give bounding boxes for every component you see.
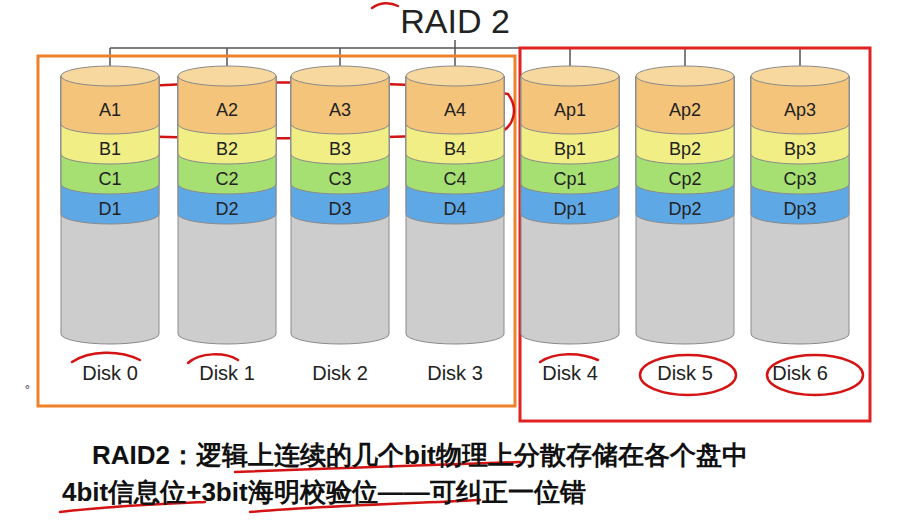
data-stripe: D2 <box>178 194 276 224</box>
data-stripe: B1 <box>61 134 159 164</box>
hand-annotations <box>60 3 863 512</box>
disk-cylinder: Ap1Bp1Cp1Dp1Disk 4 <box>521 66 619 346</box>
stripe-label: A2 <box>216 100 238 121</box>
disk-cylinder: Ap2Bp2Cp2Dp2Disk 5 <box>636 66 734 346</box>
note: 。 <box>24 372 40 393</box>
stripe-label: Dp3 <box>783 199 816 220</box>
data-stripe: A2 <box>178 86 276 134</box>
disk-label: Disk 5 <box>616 362 754 385</box>
data-stripe: Cp1 <box>521 164 619 194</box>
disk-cylinder: A1B1C1D1Disk 0 <box>61 66 159 346</box>
title: RAID 2 <box>305 2 605 41</box>
stripe-label: Dp2 <box>668 199 701 220</box>
data-stripe: Bp3 <box>751 134 849 164</box>
data-stripe: B3 <box>291 134 389 164</box>
stripe-label: B4 <box>444 139 466 160</box>
disk-label: Disk 1 <box>158 362 296 385</box>
stripe-label: Ap2 <box>669 100 701 121</box>
stripe-label: C4 <box>443 169 466 190</box>
stripe-label: Ap3 <box>784 100 816 121</box>
stripe-label: B3 <box>329 139 351 160</box>
data-stripe: D1 <box>61 194 159 224</box>
data-stripe: Bp1 <box>521 134 619 164</box>
data-stripe: Ap1 <box>521 86 619 134</box>
disk-label: Disk 0 <box>41 362 179 385</box>
data-stripe: Ap2 <box>636 86 734 134</box>
caption: RAID2：逻辑上连续的几个bit物理上分散存储在各个盘中 <box>92 438 748 473</box>
data-stripe: C3 <box>291 164 389 194</box>
stripe-label: C1 <box>98 169 121 190</box>
data-stripe: Cp3 <box>751 164 849 194</box>
stripe-label: Bp3 <box>784 139 816 160</box>
stripe-label: Cp2 <box>668 169 701 190</box>
data-stripe: D3 <box>291 194 389 224</box>
data-stripe: B2 <box>178 134 276 164</box>
stripe-label: B2 <box>216 139 238 160</box>
data-stripe: C2 <box>178 164 276 194</box>
stripe-label: Cp3 <box>783 169 816 190</box>
stripe-label: Bp2 <box>669 139 701 160</box>
disk-label: Disk 4 <box>501 362 639 385</box>
stripe-label: D3 <box>328 199 351 220</box>
data-stripe: A3 <box>291 86 389 134</box>
stripe-label: D2 <box>215 199 238 220</box>
data-stripe: Dp2 <box>636 194 734 224</box>
data-stripe: Ap3 <box>751 86 849 134</box>
data-stripe: Cp2 <box>636 164 734 194</box>
data-stripe: C1 <box>61 164 159 194</box>
data-stripe: A1 <box>61 86 159 134</box>
stripe-label: B1 <box>99 139 121 160</box>
stripe-label: C2 <box>215 169 238 190</box>
disk-cylinder: A3B3C3D3Disk 2 <box>291 66 389 346</box>
disk-label: Disk 6 <box>731 362 869 385</box>
stripe-label: Bp1 <box>554 139 586 160</box>
data-stripe: D4 <box>406 194 504 224</box>
stripe-label: Cp1 <box>553 169 586 190</box>
disk-label: Disk 3 <box>386 362 524 385</box>
data-stripe: C4 <box>406 164 504 194</box>
data-stripe: Dp1 <box>521 194 619 224</box>
data-stripe: Dp3 <box>751 194 849 224</box>
data-stripe: Bp2 <box>636 134 734 164</box>
stripe-label: D4 <box>443 199 466 220</box>
stripe-label: D1 <box>98 199 121 220</box>
stripe-label: C3 <box>328 169 351 190</box>
stripe-label: A3 <box>329 100 351 121</box>
disk-cylinder: A2B2C2D2Disk 1 <box>178 66 276 346</box>
stripe-label: Dp1 <box>553 199 586 220</box>
disk-label: Disk 2 <box>271 362 409 385</box>
stripe-label: A1 <box>99 100 121 121</box>
disk-cylinder: A4B4C4D4Disk 3 <box>406 66 504 346</box>
note: 4bit信息位+3bit海明校验位——可纠正一位错 <box>62 475 586 510</box>
disk-cylinder: Ap3Bp3Cp3Dp3Disk 6 <box>751 66 849 346</box>
stripe-label: Ap1 <box>554 100 586 121</box>
stripe-label: A4 <box>444 100 466 121</box>
data-stripe: A4 <box>406 86 504 134</box>
data-disk-frame <box>38 56 515 406</box>
data-stripe: B4 <box>406 134 504 164</box>
